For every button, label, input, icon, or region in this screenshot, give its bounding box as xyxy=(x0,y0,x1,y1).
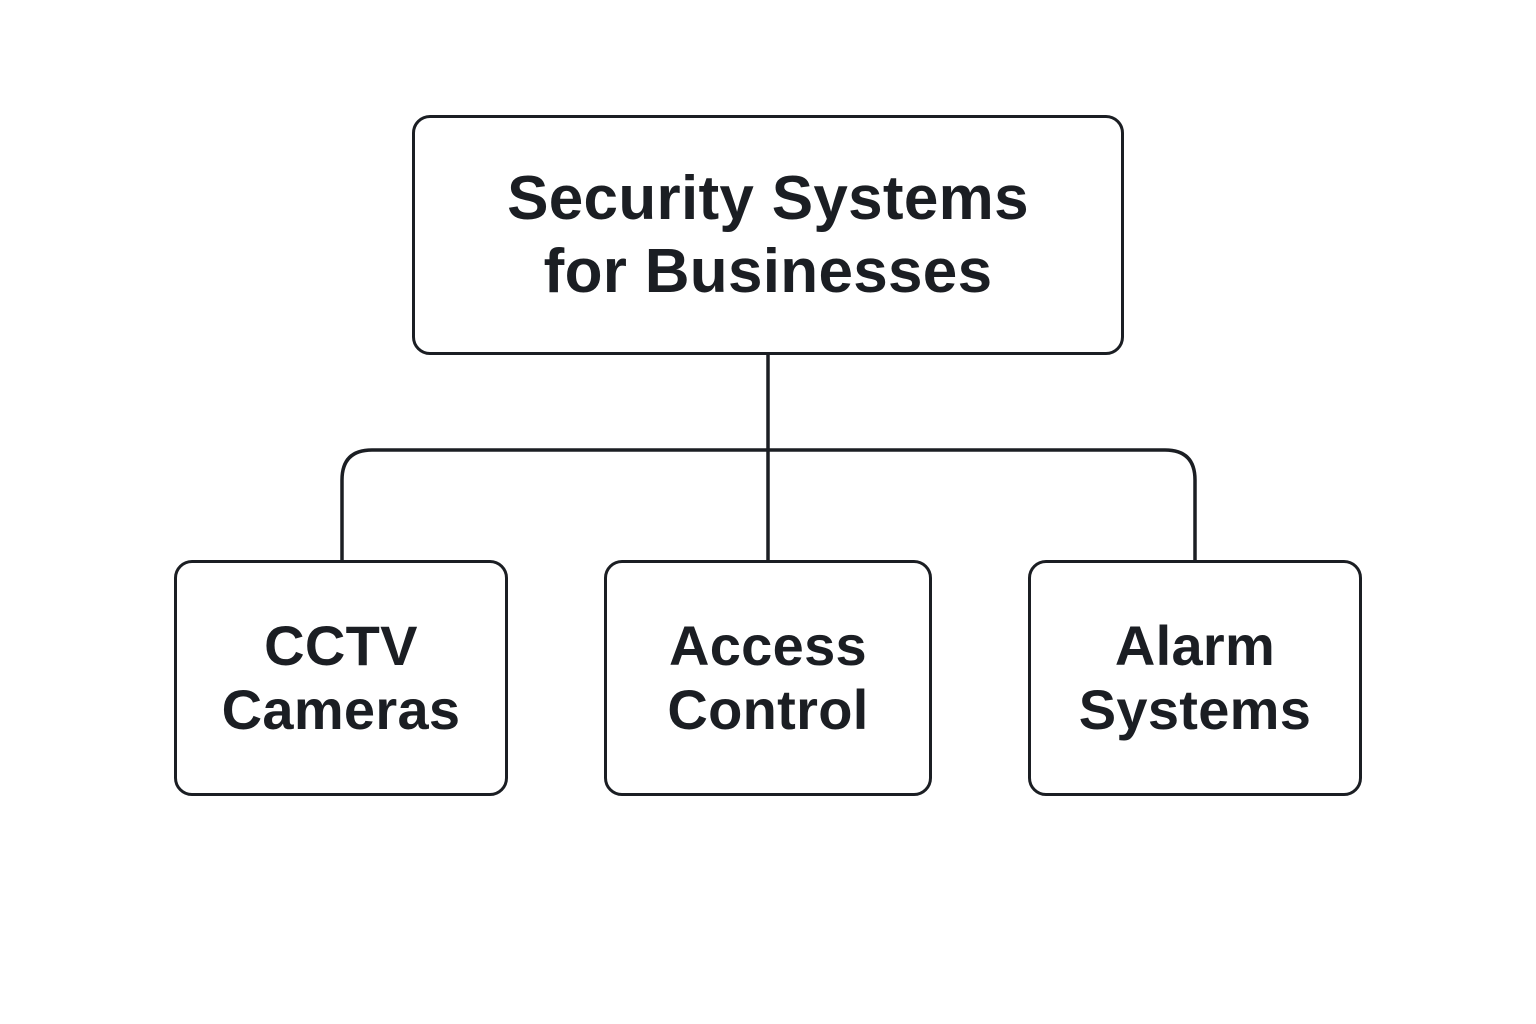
child-node-cctv-cameras: CCTV Cameras xyxy=(174,560,508,796)
child-node-alarm-systems: Alarm Systems xyxy=(1028,560,1362,796)
root-node-security-systems: Security Systems for Businesses xyxy=(412,115,1124,355)
alarm-label-line-2: Systems xyxy=(1078,678,1312,741)
access-label-line-1: Access xyxy=(669,613,867,677)
cctv-label-line-1: CCTV xyxy=(264,613,418,677)
access-label-line-2: Control xyxy=(667,678,869,741)
cctv-label-line-2: Cameras xyxy=(221,678,461,741)
child-node-access-control: Access Control xyxy=(604,560,932,796)
root-label-line-1: Security Systems xyxy=(507,163,1029,233)
root-node-label: Security Systems for Businesses xyxy=(507,162,1029,308)
connector-bus xyxy=(340,448,1197,562)
child-node-label: CCTV Cameras xyxy=(222,614,461,743)
alarm-label-line-1: Alarm xyxy=(1114,613,1276,677)
child-node-label: Alarm Systems xyxy=(1079,614,1311,743)
root-label-line-2: for Businesses xyxy=(543,237,993,306)
child-node-label: Access Control xyxy=(667,614,868,743)
